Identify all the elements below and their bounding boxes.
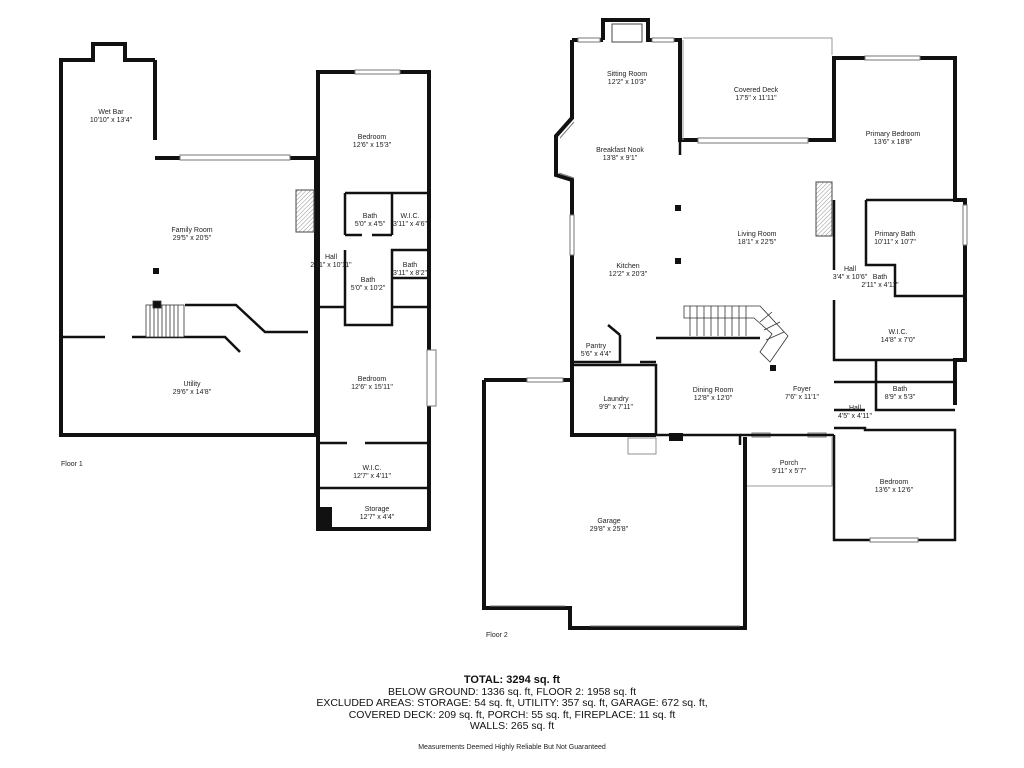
hall-bath-walls xyxy=(343,248,431,327)
total-area: TOTAL: 3294 sq. ft xyxy=(463,674,561,686)
measurement-disclaimer: Measurements Deemed Highly Reliable But … xyxy=(418,743,606,751)
room-label-wic: W.I.C.3'11" x 4'6" xyxy=(393,213,427,228)
stair-block xyxy=(316,507,332,529)
area-breakdown-line: BELOW GROUND: 1336 sq. ft, FLOOR 2: 1958… xyxy=(387,685,636,698)
laundry-walls xyxy=(572,360,658,435)
window xyxy=(526,377,564,383)
fireplace xyxy=(815,181,833,237)
floor-1-outer-wall xyxy=(59,42,318,437)
window xyxy=(869,537,919,543)
bath-wic-walls xyxy=(343,191,429,237)
stair-wall xyxy=(185,303,308,334)
fireplace xyxy=(295,189,315,233)
floor-2-plan xyxy=(482,18,968,630)
column xyxy=(675,205,681,211)
floor-2-outer-wall xyxy=(601,18,967,405)
garage-door-line xyxy=(490,605,740,627)
entry-steps xyxy=(627,437,657,455)
utility-divider-wall xyxy=(61,335,241,353)
bath-hall-walls xyxy=(834,360,955,412)
garage-wall xyxy=(482,378,747,630)
column xyxy=(669,433,683,441)
column xyxy=(675,258,681,264)
floor-1-label: Floor 1 xyxy=(61,461,83,468)
staircase-floor-1 xyxy=(145,300,185,338)
floor-2-label: Floor 2 xyxy=(486,632,508,639)
fireplace xyxy=(611,23,643,43)
window xyxy=(179,154,291,161)
window xyxy=(962,204,968,246)
room-label-wic: W.I.C.14'8" x 7'0" xyxy=(881,329,916,344)
window xyxy=(651,37,675,43)
excluded-areas-line: EXCLUDED AREAS: STORAGE: 54 sq. ft, UTIL… xyxy=(316,697,708,709)
walls-area-line: WALLS: 265 sq. ft xyxy=(469,720,555,732)
bay-window xyxy=(558,121,575,179)
window xyxy=(354,69,401,75)
excluded-areas-line: COVERED DECK: 209 sq. ft, PORCH: 55 sq. … xyxy=(348,708,676,721)
window xyxy=(697,137,809,144)
pantry-walls xyxy=(572,324,622,364)
room-label-wic: W.I.C.12'7" x 4'11" xyxy=(353,465,391,480)
column xyxy=(770,365,776,371)
window xyxy=(569,214,575,256)
staircase-floor-2 xyxy=(683,305,789,363)
column xyxy=(153,268,159,274)
floor-1-plan xyxy=(59,42,437,531)
window xyxy=(864,55,921,61)
area-summary: TOTAL: 3294 sq. ft BELOW GROUND: 1336 sq… xyxy=(0,674,1024,751)
window xyxy=(426,349,437,407)
bedroom-2-walls xyxy=(832,426,957,542)
primary-wing-walls xyxy=(832,198,965,362)
window xyxy=(577,37,601,43)
covered-deck-outline xyxy=(682,37,833,140)
